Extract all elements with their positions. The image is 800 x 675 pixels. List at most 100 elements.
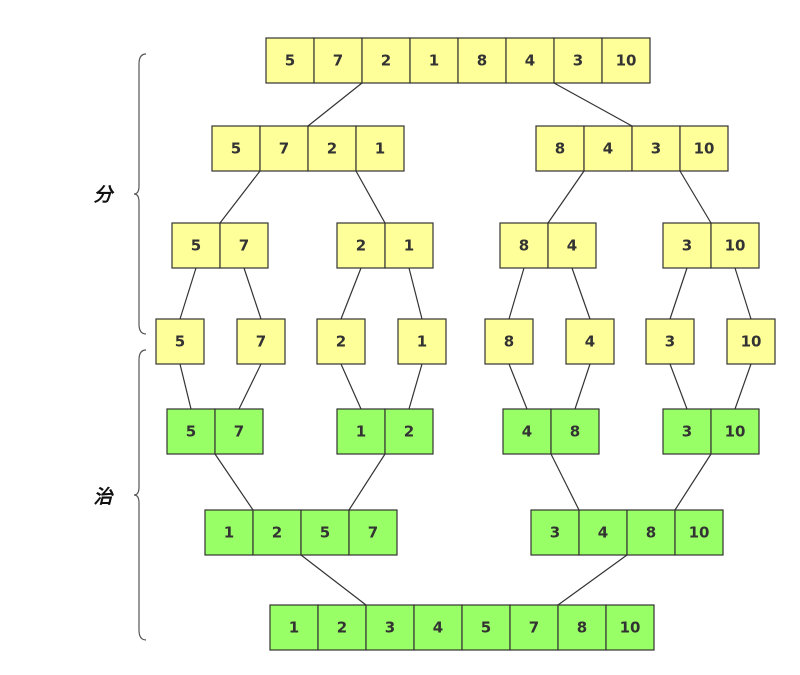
array-cell <box>384 408 434 455</box>
array-cell <box>155 318 205 365</box>
array-cell <box>166 408 216 455</box>
cell-value: 4 <box>522 423 532 441</box>
divide-array-3-6: 3 <box>645 318 695 365</box>
cell-value: 7 <box>279 140 289 158</box>
array-cell <box>509 604 559 651</box>
cell-value: 1 <box>224 524 234 542</box>
cell-value: 2 <box>337 619 347 637</box>
cell-value: 4 <box>603 140 613 158</box>
array-cell <box>674 509 724 556</box>
cell-value: 1 <box>417 333 427 351</box>
connector-line <box>734 267 752 320</box>
array-cell <box>259 125 309 172</box>
connector-line <box>679 170 712 224</box>
array-cell <box>557 604 607 651</box>
cell-value: 2 <box>336 333 346 351</box>
divide-array-3-0: 5 <box>155 318 205 365</box>
array-cell <box>409 37 459 84</box>
divide-array-3-1: 7 <box>236 318 286 365</box>
array-cell <box>626 509 676 556</box>
connector-line <box>307 82 363 127</box>
cell-value: 5 <box>191 237 201 255</box>
connector-line <box>355 170 386 224</box>
cell-value: 10 <box>725 237 746 255</box>
cell-value: 8 <box>646 524 656 542</box>
array-cell <box>461 604 511 651</box>
cell-value: 1 <box>429 52 439 70</box>
connector-line <box>571 267 591 320</box>
array-cell <box>307 125 357 172</box>
phase-braces: 分治 <box>93 53 147 641</box>
array-cell <box>499 222 549 269</box>
array-cell <box>645 318 695 365</box>
array-cell <box>601 37 651 84</box>
divide-array-3-4: 8 <box>484 318 534 365</box>
connector-line <box>179 267 197 320</box>
array-cell <box>361 37 411 84</box>
array-cell <box>397 318 447 365</box>
connector-line <box>669 363 688 410</box>
array-cell <box>631 125 681 172</box>
array-cell <box>484 318 534 365</box>
cell-value: 2 <box>404 423 414 441</box>
cell-value: 2 <box>272 524 282 542</box>
cell-value: 2 <box>327 140 337 158</box>
array-cell <box>236 318 286 365</box>
connector-line <box>340 363 362 410</box>
divide-brace <box>133 53 147 335</box>
array-cell <box>336 408 386 455</box>
cell-value: 1 <box>356 423 366 441</box>
array-cell <box>413 604 463 651</box>
connector-line <box>669 267 688 320</box>
cell-value: 8 <box>504 333 514 351</box>
array-cell <box>214 408 264 455</box>
cell-value: 7 <box>333 52 343 70</box>
array-cell <box>355 125 405 172</box>
array-cell <box>726 318 776 365</box>
connector-line <box>674 453 712 511</box>
array-cell <box>265 37 315 84</box>
cell-value: 3 <box>573 52 583 70</box>
cell-value: 8 <box>477 52 487 70</box>
divide-array-3-5: 4 <box>565 318 615 365</box>
array-cell <box>565 318 615 365</box>
cell-value: 7 <box>256 333 266 351</box>
array-cell <box>530 509 580 556</box>
connector-lines <box>179 82 752 606</box>
array-cell <box>171 222 221 269</box>
connector-line <box>340 267 362 320</box>
array-cell <box>505 37 555 84</box>
cell-value: 8 <box>555 140 565 158</box>
divide-array-3-2: 2 <box>316 318 366 365</box>
array-cell <box>457 37 507 84</box>
array-cell <box>252 509 302 556</box>
cell-value: 10 <box>689 524 710 542</box>
connector-line <box>408 363 423 410</box>
array-cell <box>365 604 415 651</box>
cell-value: 1 <box>375 140 385 158</box>
cell-value: 2 <box>356 237 366 255</box>
connector-line <box>179 363 192 410</box>
array-cell <box>583 125 633 172</box>
array-cell <box>384 222 434 269</box>
connector-line <box>557 554 628 606</box>
cell-value: 3 <box>682 423 692 441</box>
cell-value: 3 <box>651 140 661 158</box>
cell-value: 3 <box>385 619 395 637</box>
connector-line <box>243 267 262 320</box>
connector-line <box>348 453 386 511</box>
cell-value: 1 <box>404 237 414 255</box>
connector-line <box>219 170 261 224</box>
connector-line <box>508 267 525 320</box>
connector-line <box>553 82 633 127</box>
cell-value: 7 <box>368 524 378 542</box>
